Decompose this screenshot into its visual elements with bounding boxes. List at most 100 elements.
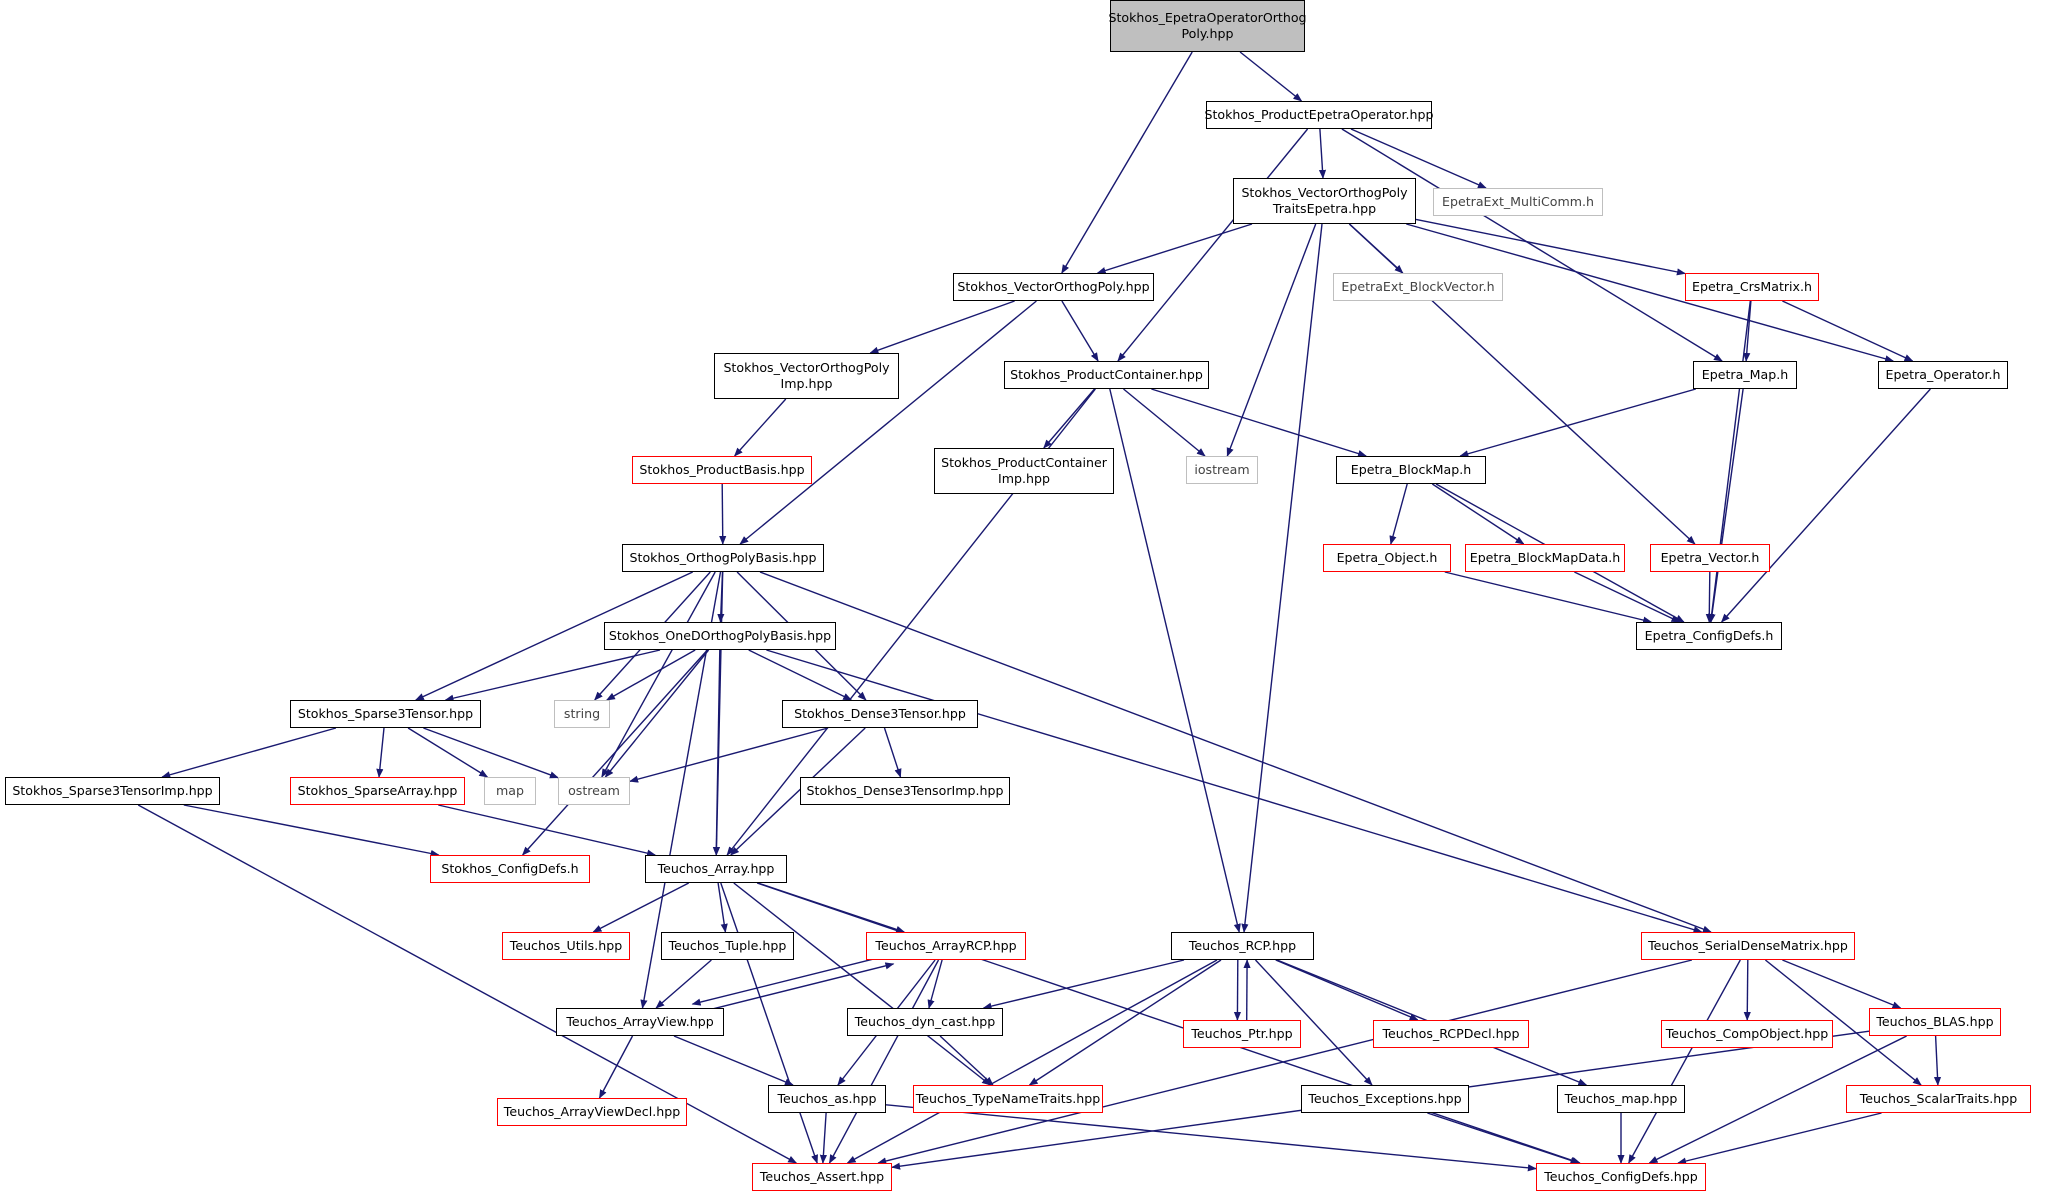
graph-node-n34[interactable]: Teuchos_RCP.hpp (1171, 932, 1314, 960)
edge-n2-n4 (1096, 223, 1253, 274)
edge-n37-n44 (939, 1035, 994, 1086)
edge-n6-n9 (1743, 300, 1752, 362)
graph-node-n10[interactable]: Epetra_Operator.h (1878, 361, 2008, 389)
edge-n45-n49 (1427, 1112, 1580, 1164)
graph-node-n48[interactable]: Teuchos_Assert.hpp (752, 1163, 892, 1191)
graph-node-label: Stokhos_SparseArray.hpp (297, 783, 458, 798)
edge-n47-n49 (1677, 1112, 1882, 1165)
graph-node-n14[interactable]: Epetra_BlockMap.h (1336, 456, 1486, 484)
graph-node-n26[interactable]: map (484, 777, 536, 805)
graph-node-n49[interactable]: Teuchos_ConfigDefs.hpp (1536, 1163, 1706, 1191)
graph-node-n42[interactable]: Teuchos_ArrayViewDecl.hpp (497, 1098, 687, 1126)
graph-node-n17[interactable]: Epetra_BlockMapData.h (1465, 544, 1625, 572)
edge-n20-n27 (604, 649, 710, 778)
graph-node-n30[interactable]: Teuchos_Array.hpp (645, 855, 787, 883)
graph-node-label: iostream (1194, 462, 1250, 477)
graph-node-label: Stokhos_VectorOrthogPoly.hpp (957, 279, 1150, 294)
graph-node-label: Epetra_BlockMapData.h (1469, 550, 1621, 565)
edge-n0-n4 (1061, 51, 1193, 274)
edge-n8-n12 (1043, 388, 1096, 449)
graph-node-label: EpetraExt_MultiComm.h (1442, 194, 1594, 209)
graph-node-label: Stokhos_OrthogPolyBasis.hpp (629, 550, 817, 565)
graph-node-n8[interactable]: Stokhos_ProductContainer.hpp (1004, 361, 1209, 389)
graph-node-n22[interactable]: string (554, 700, 610, 728)
edge-n25-n30 (438, 804, 657, 857)
graph-node-n16[interactable]: Epetra_Object.h (1323, 544, 1451, 572)
edge-n41-n49 (1648, 1035, 1907, 1164)
graph-node-label: Teuchos_map.hpp (1564, 1091, 1678, 1106)
graph-node-n3[interactable]: EpetraExt_MultiComm.h (1433, 188, 1603, 216)
graph-node-label: Teuchos_as.hpp (777, 1091, 877, 1106)
graph-node-n36[interactable]: Teuchos_ArrayView.hpp (556, 1008, 724, 1036)
graph-node-label: Teuchos_Exceptions.hpp (1308, 1091, 1462, 1106)
edge-n30-n31 (592, 882, 690, 933)
graph-node-label: Stokhos_ProductContainer Imp.hpp (941, 455, 1107, 486)
graph-node-n4[interactable]: Stokhos_VectorOrthogPoly.hpp (953, 273, 1154, 301)
graph-node-n21[interactable]: Stokhos_Sparse3Tensor.hpp (290, 700, 481, 728)
graph-node-n11[interactable]: Stokhos_ProductBasis.hpp (632, 456, 812, 484)
graph-node-label: Epetra_Object.h (1336, 550, 1438, 565)
graph-node-n27[interactable]: ostream (558, 777, 630, 805)
edge-n10-n19 (1720, 388, 1931, 623)
graph-node-n28[interactable]: Stokhos_Dense3TensorImp.hpp (800, 777, 1010, 805)
edge-n1-n9 (1341, 128, 1723, 362)
graph-node-n1[interactable]: Stokhos_ProductEpetraOperator.hpp (1205, 101, 1434, 129)
graph-node-n18[interactable]: Epetra_Vector.h (1650, 544, 1770, 572)
graph-node-n19[interactable]: Epetra_ConfigDefs.h (1636, 622, 1782, 650)
graph-node-n38[interactable]: Teuchos_Ptr.hpp (1183, 1020, 1301, 1048)
graph-node-n29[interactable]: Stokhos_ConfigDefs.h (430, 855, 590, 883)
graph-node-n43[interactable]: Teuchos_as.hpp (768, 1085, 886, 1113)
graph-node-n9[interactable]: Epetra_Map.h (1693, 361, 1797, 389)
graph-node-label: Teuchos_BLAS.hpp (1876, 1014, 1994, 1029)
graph-node-n35[interactable]: Teuchos_SerialDenseMatrix.hpp (1641, 932, 1855, 960)
graph-node-n7[interactable]: Stokhos_VectorOrthogPoly Imp.hpp (714, 353, 899, 399)
graph-node-n20[interactable]: Stokhos_OneDOrthogPolyBasis.hpp (604, 622, 836, 650)
edge-n43-n48 (819, 1112, 828, 1164)
graph-node-n6[interactable]: Epetra_CrsMatrix.h (1685, 273, 1819, 301)
edge-n33-n48 (828, 959, 940, 1164)
edge-n7-n11 (733, 398, 787, 457)
graph-node-n15[interactable]: Stokhos_OrthogPolyBasis.hpp (622, 544, 824, 572)
graph-node-n32[interactable]: Teuchos_Tuple.hpp (661, 932, 794, 960)
graph-node-label: Stokhos_ProductContainer.hpp (1010, 367, 1203, 382)
graph-node-n46[interactable]: Teuchos_map.hpp (1557, 1085, 1685, 1113)
graph-node-label: Teuchos_Tuple.hpp (668, 938, 787, 953)
graph-node-n45[interactable]: Teuchos_Exceptions.hpp (1301, 1085, 1469, 1113)
graph-node-n23[interactable]: Stokhos_Dense3Tensor.hpp (782, 700, 978, 728)
graph-node-n37[interactable]: Teuchos_dyn_cast.hpp (847, 1008, 1003, 1036)
edge-n20-n30 (712, 649, 721, 856)
graph-node-n41[interactable]: Teuchos_BLAS.hpp (1869, 1008, 2001, 1036)
edge-n16-n19 (1444, 571, 1653, 624)
edge-n20-n35 (766, 649, 1703, 934)
graph-node-n2[interactable]: Stokhos_VectorOrthogPoly TraitsEpetra.hp… (1233, 178, 1416, 224)
graph-node-n13[interactable]: iostream (1186, 456, 1258, 484)
graph-node-n31[interactable]: Teuchos_Utils.hpp (502, 932, 630, 960)
graph-node-n44[interactable]: Teuchos_TypeNameTraits.hpp (913, 1085, 1103, 1113)
graph-node-label: ostream (568, 783, 620, 798)
graph-node-label: Teuchos_SerialDenseMatrix.hpp (1648, 938, 1848, 953)
graph-node-label: Epetra_ConfigDefs.h (1644, 628, 1774, 643)
edge-n6-n10 (1782, 300, 1914, 362)
graph-node-label: Stokhos_ConfigDefs.h (441, 861, 579, 876)
graph-node-n24[interactable]: Stokhos_Sparse3TensorImp.hpp (5, 777, 220, 805)
edge-n14-n17 (1431, 483, 1525, 545)
graph-node-label: string (563, 706, 601, 721)
edge-n2-n18 (1348, 223, 1696, 545)
edge-n32-n36 (655, 959, 712, 1009)
edge-n34-n39 (1275, 959, 1419, 1021)
graph-node-n40[interactable]: Teuchos_CompObject.hpp (1661, 1020, 1833, 1048)
graph-node-n0[interactable]: Stokhos_EpetraOperatorOrthog Poly.hpp (1108, 0, 1307, 52)
edge-n35-n47 (1764, 959, 1922, 1086)
graph-node-n47[interactable]: Teuchos_ScalarTraits.hpp (1846, 1085, 2031, 1113)
edge-n15-n21 (414, 571, 693, 701)
edge-n15-n35 (759, 571, 1712, 933)
graph-node-label: Teuchos_TypeNameTraits.hpp (915, 1091, 1101, 1106)
edge-n43-n49 (885, 1104, 1537, 1172)
graph-node-n33[interactable]: Teuchos_ArrayRCP.hpp (866, 932, 1026, 960)
graph-node-n12[interactable]: Stokhos_ProductContainer Imp.hpp (934, 448, 1114, 494)
graph-node-n5[interactable]: EpetraExt_BlockVector.h (1333, 273, 1503, 301)
graph-node-n39[interactable]: Teuchos_RCPDecl.hpp (1373, 1020, 1529, 1048)
graph-node-n25[interactable]: Stokhos_SparseArray.hpp (290, 777, 465, 805)
